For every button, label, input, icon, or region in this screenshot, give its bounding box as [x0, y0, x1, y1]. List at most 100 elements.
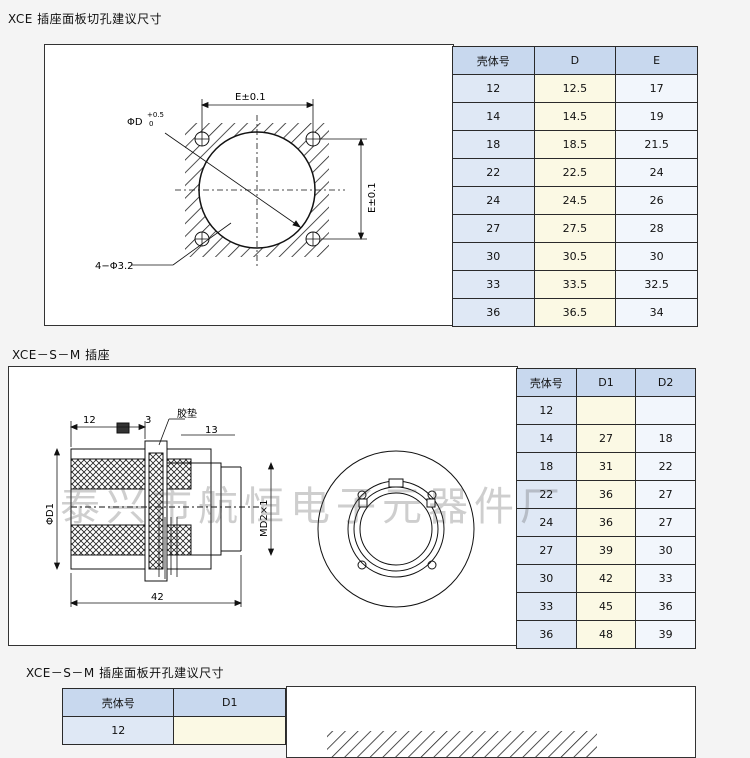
- table1-header: 壳体号: [452, 46, 535, 75]
- label-md2: MD2×1: [259, 500, 270, 537]
- table-cell: 36: [635, 592, 696, 621]
- table-cell: 36: [452, 298, 535, 327]
- table-cell: 42: [575, 564, 637, 593]
- table-cell: 19: [615, 102, 698, 131]
- table-cell: 12: [452, 74, 535, 103]
- label-e-top: E±0.1: [235, 92, 266, 103]
- front-view: [317, 450, 475, 608]
- table2-header: D1: [575, 368, 637, 397]
- table-cell: 12: [61, 716, 175, 745]
- table-cell: 27: [575, 424, 637, 453]
- table1-header: D: [533, 46, 617, 75]
- table-cell: 34: [615, 298, 698, 327]
- table-cell: [635, 396, 696, 425]
- table-cell: 22: [516, 480, 577, 509]
- dimension-lines: [131, 99, 367, 266]
- table-cell: 24: [452, 186, 535, 215]
- label-dim-42: 42: [151, 592, 164, 603]
- section-title-panel-hole: XCE－S－M 插座面板开孔建议尺寸: [26, 666, 225, 680]
- table-cell: 26: [615, 186, 698, 215]
- table-cell: 18.5: [533, 130, 617, 159]
- table-cell: 31: [575, 452, 637, 481]
- label-phi-d: ΦD: [127, 117, 143, 128]
- table-cell: 33: [516, 592, 577, 621]
- table-cell: 17: [615, 74, 698, 103]
- side-view-dimensions: [53, 418, 275, 607]
- table-cell: 27: [516, 536, 577, 565]
- receptacle-drawing-panel: 12 3 胶垫 13 42 ΦD1 MD2×1: [8, 366, 518, 646]
- table-cell: 22.5: [533, 158, 617, 187]
- table-cell: 22: [635, 452, 696, 481]
- label-gasket: 胶垫: [177, 407, 197, 420]
- table-row: 12: [61, 716, 286, 745]
- receptacle-drawing: 12 3 胶垫 13 42 ΦD1 MD2×1: [45, 407, 475, 608]
- panel-hole-drawing: [327, 731, 597, 757]
- table-cell: 36: [575, 508, 637, 537]
- table-cell: 27: [635, 508, 696, 537]
- table-cell: 39: [635, 620, 696, 649]
- table3-header: D1: [173, 688, 286, 717]
- table-cell: 48: [575, 620, 637, 649]
- table-cell: 30: [452, 242, 535, 271]
- section-title-receptacle: XCE－S－M 插座: [12, 348, 111, 362]
- table-cell: [173, 716, 286, 745]
- table-cell: 27: [452, 214, 535, 243]
- centerlines: [175, 115, 345, 267]
- panel-cutout-drawing: E±0.1 E±0.1 ΦD +0.5 0 4−Φ3.2: [95, 92, 378, 272]
- table2-header: 壳体号: [516, 368, 577, 397]
- table-cell: 21.5: [615, 130, 698, 159]
- table2-header: D2: [635, 368, 696, 397]
- table-cell: 18: [516, 452, 577, 481]
- side-view: [70, 422, 259, 582]
- table-cell: 33: [635, 564, 696, 593]
- table-cell: 36.5: [533, 298, 617, 327]
- mounting-holes: [194, 131, 321, 247]
- table-cell: 22: [452, 158, 535, 187]
- label-dim-3: 3: [145, 415, 151, 426]
- table-cell: 33: [452, 270, 535, 299]
- label-holes: 4−Φ3.2: [95, 261, 134, 272]
- table-cell: 24: [615, 158, 698, 187]
- table1-header: E: [615, 46, 698, 75]
- table-cell: 27: [635, 480, 696, 509]
- label-phi-d1: ΦD1: [45, 503, 56, 525]
- table-cell: 14.5: [533, 102, 617, 131]
- table-cell: 30: [635, 536, 696, 565]
- table-cell: 24.5: [533, 186, 617, 215]
- table-cell: 24: [516, 508, 577, 537]
- table-cell: 14: [452, 102, 535, 131]
- table3-header: 壳体号: [61, 688, 175, 717]
- table-cell: 39: [575, 536, 637, 565]
- table-cell: 12.5: [533, 74, 617, 103]
- panel-hole-drawing-panel: [286, 686, 696, 758]
- cutout-drawing-panel: E±0.1 E±0.1 ΦD +0.5 0 4−Φ3.2: [44, 44, 454, 326]
- table-row: 12: [516, 396, 696, 425]
- table-cell: 30: [516, 564, 577, 593]
- table-cell: 18: [635, 424, 696, 453]
- label-tol-plus: +0.5: [147, 111, 164, 119]
- label-e-side: E±0.1: [367, 182, 378, 213]
- table-cell: 14: [516, 424, 577, 453]
- table-cell: 33.5: [533, 270, 617, 299]
- label-tol-zero: 0: [149, 120, 153, 128]
- table-cell: 36: [516, 620, 577, 649]
- table-cell: 27.5: [533, 214, 617, 243]
